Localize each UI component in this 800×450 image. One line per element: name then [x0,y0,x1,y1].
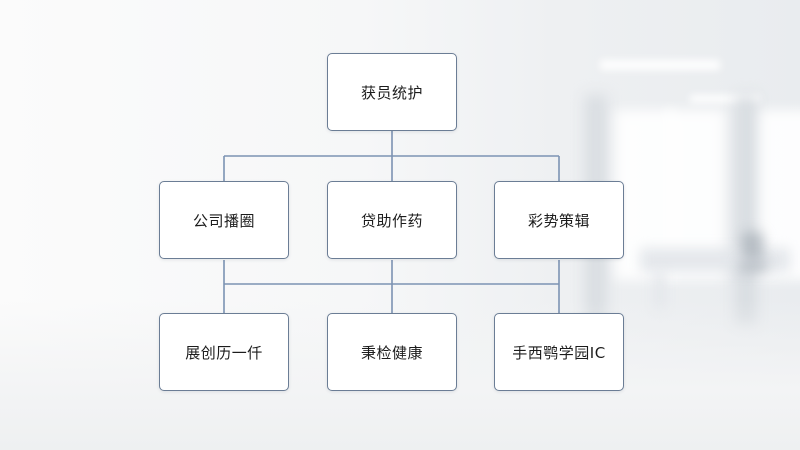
node-root: 获员统护 [327,53,457,131]
node-level1-center-label: 贷助作药 [360,211,423,230]
node-level1-center: 贷助作药 [327,181,457,259]
node-root-label: 获员统护 [360,83,423,102]
node-level2-left-label: 展创历一仟 [185,343,263,362]
node-level1-right: 彩势策辑 [494,181,624,259]
node-level2-center-label: 秉检健康 [360,343,423,362]
node-level2-center: 秉检健康 [327,313,457,391]
node-level2-right: 手西鹗学园IC [494,313,624,391]
node-level2-right-label: 手西鹗学园IC [512,343,606,362]
node-level1-left: 公司播圈 [159,181,289,259]
node-level1-left-label: 公司播圈 [192,211,255,230]
node-level1-right-label: 彩势策辑 [527,211,590,230]
node-level2-left: 展创历一仟 [159,313,289,391]
